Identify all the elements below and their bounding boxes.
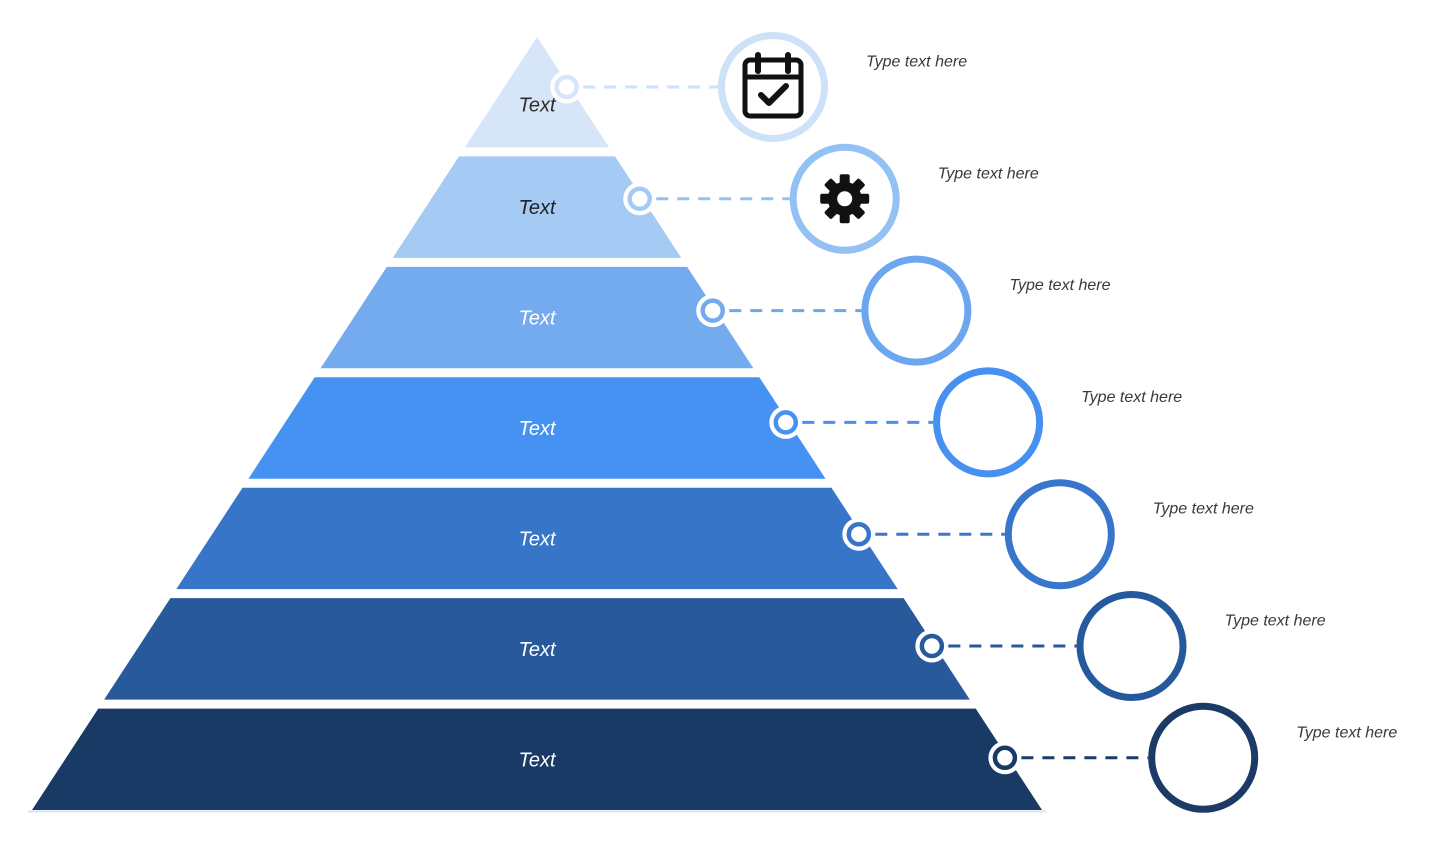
pyramid-level-label[interactable]: Text	[518, 94, 557, 116]
level-side-label[interactable]: Type text here	[1225, 613, 1326, 630]
pyramid-level-label[interactable]: Text	[518, 197, 557, 219]
pyramid-level-1[interactable]	[464, 37, 610, 148]
connector-node	[700, 298, 725, 323]
gear-icon	[820, 174, 870, 224]
pyramid-level-label[interactable]: Text	[518, 418, 557, 440]
level-side-label[interactable]: Type text here	[866, 54, 967, 71]
level-side-label[interactable]: Type text here	[1296, 724, 1397, 741]
pyramid-level-7[interactable]	[32, 708, 1042, 810]
level-icon-circle[interactable]	[718, 32, 828, 142]
level-icon-circle[interactable]	[1076, 591, 1187, 701]
connector-node	[846, 521, 872, 547]
pyramid-level-label[interactable]: Text	[518, 639, 557, 661]
connector-node	[919, 633, 945, 659]
level-icon-circle[interactable]	[1148, 702, 1259, 813]
level-side-label[interactable]: Type text here	[1081, 389, 1182, 406]
pyramid-level-6[interactable]	[104, 598, 970, 700]
pyramid-level-4[interactable]	[248, 377, 826, 479]
level-icon-circle[interactable]	[933, 367, 1044, 478]
pyramid-level-label[interactable]: Text	[518, 308, 557, 330]
pyramid-level-5[interactable]	[176, 487, 898, 590]
level-icon-circle[interactable]	[1004, 479, 1115, 590]
level-side-label[interactable]: Type text here	[1009, 277, 1110, 294]
pyramid-level-label[interactable]: Text	[518, 749, 557, 771]
pyramid-level-3[interactable]	[320, 266, 754, 369]
connector-node	[627, 186, 652, 212]
pyramid-level-label[interactable]: Text	[518, 528, 557, 550]
level-side-label[interactable]: Type text here	[938, 165, 1039, 182]
level-icon-circle[interactable]	[861, 255, 972, 366]
calendar-check-icon	[742, 52, 804, 119]
connector-node	[992, 745, 1018, 771]
connector-node	[773, 410, 799, 435]
pyramid-level-2[interactable]	[392, 156, 682, 258]
connector-node	[554, 74, 579, 100]
level-side-label[interactable]: Type text here	[1153, 501, 1254, 518]
